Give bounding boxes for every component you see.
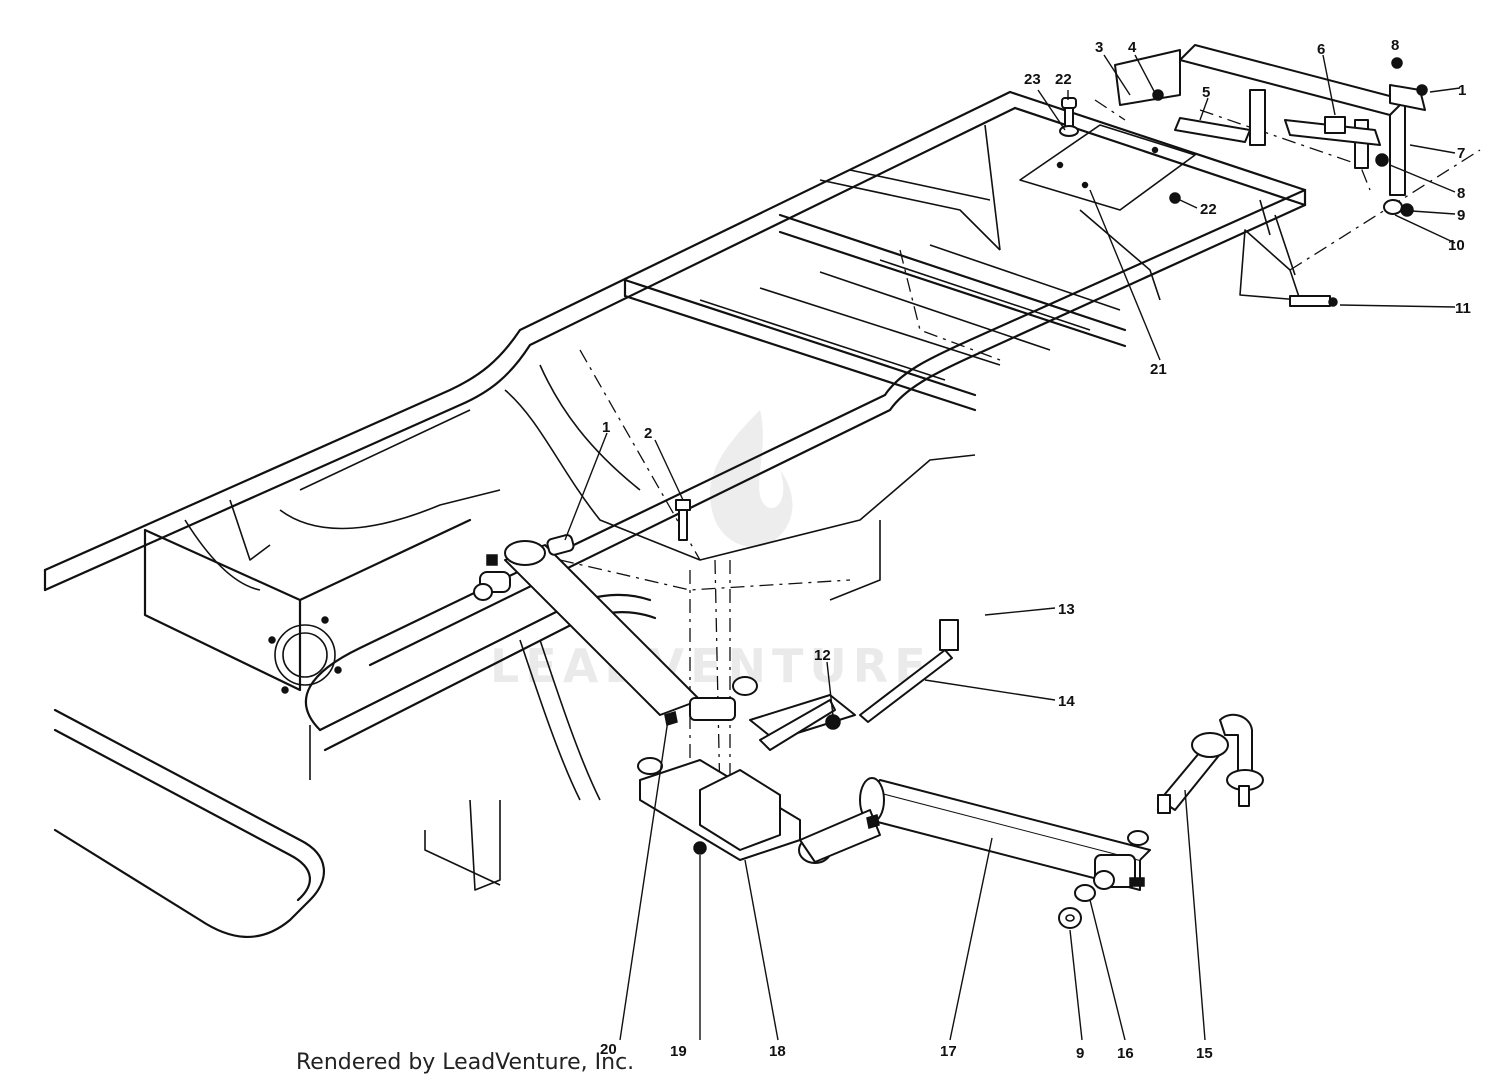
leader-lines: [564, 54, 1461, 1041]
callout-20: 20: [600, 1041, 617, 1058]
rear-bracket-assembly: [1059, 44, 1428, 307]
callouts: 1 1 2 3 4 5 6 7 8 8 9 9 10 11 12 13 14 1…: [600, 37, 1471, 1062]
callout-8-top: 8: [1391, 37, 1399, 54]
callout-4: 4: [1128, 39, 1137, 56]
front-axle-assembly: [473, 499, 1264, 929]
callout-13: 13: [1058, 601, 1075, 618]
callout-9-rear: 9: [1457, 207, 1465, 224]
callout-3: 3: [1095, 39, 1103, 56]
callout-22-top: 22: [1055, 71, 1072, 88]
watermark: LEADVENTURE: [490, 410, 932, 693]
callout-9-front: 9: [1076, 1045, 1084, 1062]
callout-14: 14: [1058, 693, 1075, 710]
callout-15: 15: [1196, 1045, 1213, 1062]
callout-18: 18: [769, 1043, 786, 1060]
callout-23: 23: [1024, 71, 1041, 88]
callout-10: 10: [1448, 237, 1465, 254]
watermark-text: LEADVENTURE: [490, 639, 932, 693]
callout-12: 12: [814, 647, 831, 664]
callout-1-rear: 1: [1458, 82, 1466, 99]
callout-19: 19: [670, 1043, 687, 1060]
callout-7: 7: [1457, 145, 1465, 162]
callout-16: 16: [1117, 1045, 1134, 1062]
callout-2: 2: [644, 425, 652, 442]
callout-11: 11: [1455, 300, 1471, 317]
callout-8: 8: [1457, 185, 1465, 202]
chassis-frame: [43, 90, 1481, 939]
callout-5: 5: [1202, 84, 1210, 101]
callout-21: 21: [1150, 361, 1167, 378]
callout-1-front: 1: [602, 419, 610, 436]
callout-22-side: 22: [1200, 201, 1217, 218]
callout-17: 17: [940, 1043, 957, 1060]
callout-6: 6: [1317, 41, 1325, 58]
render-credit: Rendered by LeadVenture, Inc.: [296, 1050, 635, 1075]
